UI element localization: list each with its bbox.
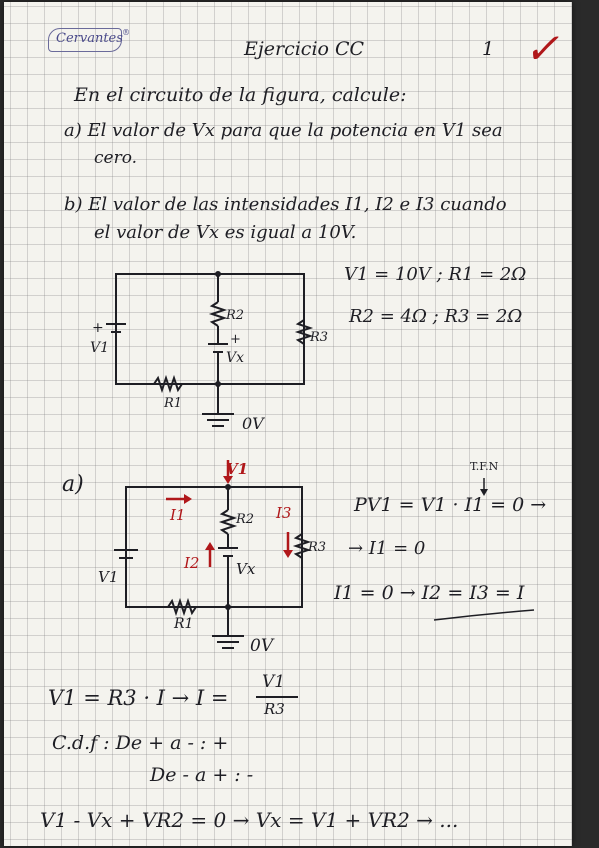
page-number: 1 bbox=[482, 38, 495, 60]
current-i1-label: I1 bbox=[170, 506, 186, 524]
circuit-diagram-1 bbox=[106, 271, 314, 427]
sign-convention-line1: C.d.f : De + a - : + bbox=[52, 732, 229, 754]
part-a-line1: a) El valor de Vx para que la potencia e… bbox=[64, 120, 503, 141]
part-b-line1: b) El valor de las intensidades I1, I2 e… bbox=[64, 194, 507, 215]
circuit2-r3-label: R3 bbox=[308, 540, 327, 555]
logo-registered-mark: ® bbox=[122, 28, 130, 37]
circuit1-r2-label: R2 bbox=[226, 308, 245, 323]
circuit-diagram-2 bbox=[114, 460, 535, 649]
sign-convention-line2: De - a + : - bbox=[150, 764, 254, 786]
page-title: Ejercicio CC bbox=[244, 38, 365, 60]
circuit2-vx-label: Vx bbox=[236, 560, 256, 578]
circuit1-v1-plus: + bbox=[92, 320, 104, 336]
problem-intro: En el circuito de la figura, calcule: bbox=[74, 84, 407, 106]
ohm-law-equation: V1 = R3 · I → I = bbox=[48, 686, 229, 710]
notebook-page: Cervantes ® Ejercicio CC 1 ✓ En el circu… bbox=[4, 2, 572, 846]
circuit1-vx-label: Vx bbox=[226, 350, 245, 366]
solution-label-a: a) bbox=[62, 472, 84, 497]
current-i3-label: I3 bbox=[276, 504, 292, 522]
kvl-equation: V1 - Vx + VR2 = 0 → Vx = V1 + VR2 → ... bbox=[40, 808, 459, 832]
power-equation: PV1 = V1 · I1 = 0 → bbox=[354, 494, 547, 516]
fraction-numerator: V1 bbox=[262, 672, 286, 692]
check-mark-icon: ✓ bbox=[524, 24, 560, 73]
given-values-line1: V1 = 10V ; R1 = 2Ω bbox=[344, 264, 527, 285]
circuit1-r3-label: R3 bbox=[310, 330, 329, 345]
circuit1-ground-label: 0V bbox=[242, 414, 264, 433]
part-a-line2: cero. bbox=[94, 148, 138, 168]
part-b-line2: el valor de Vx es igual a 10V. bbox=[94, 222, 357, 243]
circuit1-v1-label: V1 bbox=[90, 340, 110, 356]
circuit2-ground-label: 0V bbox=[250, 636, 274, 656]
fraction-denominator: R3 bbox=[264, 700, 285, 718]
given-values-line2: R2 = 4Ω ; R3 = 2Ω bbox=[349, 306, 523, 327]
circuit1-vx-plus: + bbox=[230, 332, 241, 347]
fraction-bar bbox=[256, 696, 298, 698]
circuit2-r1-label: R1 bbox=[174, 616, 194, 632]
i1-zero-equation: → I1 = 0 bbox=[348, 538, 426, 559]
current-i2-label: I2 bbox=[184, 554, 200, 572]
currents-equation: I1 = 0 → I2 = I3 = I bbox=[334, 582, 525, 604]
logo-text: Cervantes bbox=[56, 31, 123, 46]
cervantes-logo: Cervantes bbox=[48, 28, 123, 52]
tfn-note: T.F.N bbox=[470, 460, 499, 473]
circuit1-r1-label: R1 bbox=[164, 396, 183, 411]
circuit2-v1-top-label: V1 bbox=[226, 460, 249, 478]
circuit2-r2-label: R2 bbox=[236, 512, 255, 527]
circuit2-v1-label: V1 bbox=[98, 568, 119, 586]
